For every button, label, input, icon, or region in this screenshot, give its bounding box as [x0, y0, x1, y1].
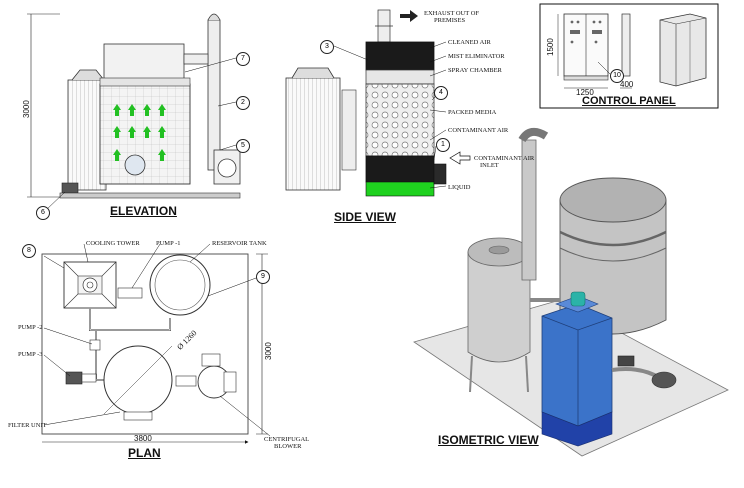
- blower-label: BLOWER: [274, 443, 302, 450]
- elevation-title: ELEVATION: [110, 204, 177, 218]
- reservoir-tank-label: RESERVOIR TANK: [212, 240, 267, 247]
- elevation-height-dim: 3000: [22, 100, 31, 118]
- liquid-label: LIQUID: [448, 184, 471, 191]
- plan-title: PLAN: [128, 446, 161, 460]
- isometric-view: [413, 127, 729, 457]
- plan-width-dim: 3800: [134, 434, 152, 443]
- control-panel-title: CONTROL PANEL: [582, 95, 676, 107]
- side-view-title: SIDE VIEW: [334, 210, 397, 224]
- callout-4: 4: [434, 86, 448, 100]
- callout-1: 1: [436, 138, 450, 152]
- pump1-label: PUMP -1: [156, 240, 181, 247]
- callout-6: 6: [36, 206, 50, 220]
- exhaust-label-2: PREMISES: [434, 17, 466, 24]
- pump2-label: PUMP -2: [18, 324, 43, 331]
- side-view: [285, 9, 471, 197]
- panel-depth-dim: 400: [620, 80, 634, 89]
- panel-width-dim: 1250: [576, 88, 594, 97]
- callout-10: 10: [610, 69, 624, 83]
- callout-9: 9: [256, 270, 270, 284]
- cleaned-air-label: CLEANED AIR: [448, 39, 491, 46]
- pump3-label: PUMP -3: [18, 351, 43, 358]
- centrifugal-label: CENTRIFUGAL: [264, 436, 310, 443]
- packed-media-label: PACKED MEDIA: [448, 109, 497, 116]
- callout-8: 8: [22, 244, 36, 258]
- plan-view: [41, 243, 271, 444]
- callout-7: 7: [236, 52, 250, 66]
- spray-chamber-label: SPRAY CHAMBER: [448, 67, 502, 74]
- filter-unit-label: FILTER UNIT: [8, 422, 47, 429]
- exhaust-label: EXHAUST OUT OF: [424, 10, 480, 17]
- air-flow-arrows: [113, 104, 166, 161]
- contaminant-inlet-label-2: INLET: [480, 162, 499, 169]
- control-panel-view: [539, 3, 719, 109]
- isometric-title: ISOMETRIC VIEW: [438, 433, 539, 447]
- cooling-tower-label: COOLING TOWER: [86, 240, 140, 247]
- callout-5: 5: [236, 139, 250, 153]
- contaminant-air-label: CONTAMINANT AIR: [448, 127, 509, 134]
- contaminant-inlet-label: CONTAMINANT AIR: [474, 155, 535, 162]
- plan-height-dim: 3000: [264, 342, 273, 360]
- callout-3: 3: [320, 40, 334, 54]
- panel-height-dim: 1500: [546, 38, 555, 56]
- callout-2: 2: [236, 96, 250, 110]
- elevation-view: [27, 13, 241, 211]
- mist-eliminator-label: MIST ELIMINATOR: [448, 53, 505, 60]
